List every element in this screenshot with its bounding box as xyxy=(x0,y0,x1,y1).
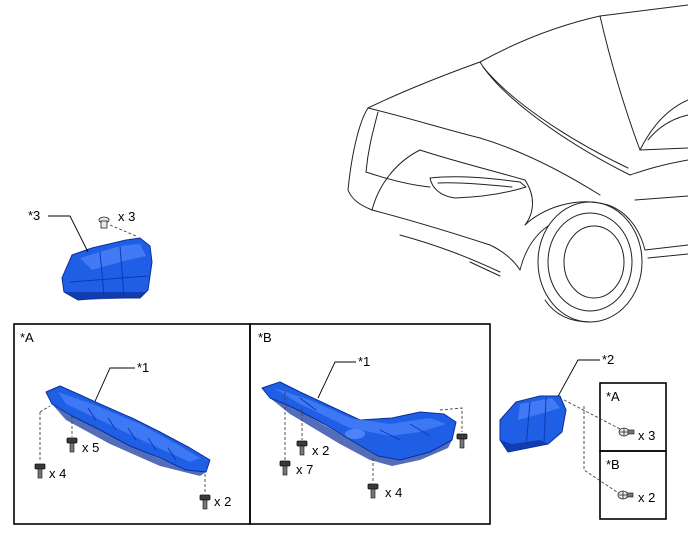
b-bolt-bottom-qty: x 4 xyxy=(385,485,402,500)
bolt-icon xyxy=(456,433,468,449)
legend-b-label: *B xyxy=(606,457,620,472)
panel-b-label: *B xyxy=(258,330,272,345)
bolt-icon xyxy=(199,494,211,510)
bolt-icon xyxy=(34,463,46,479)
bolt-icon xyxy=(367,483,379,499)
b-bolt-mid-qty: x 2 xyxy=(312,443,329,458)
clip-icon xyxy=(98,216,110,229)
legend-b-guide xyxy=(583,406,621,495)
legend-a-guide xyxy=(563,399,623,431)
callout-2-label: *2 xyxy=(602,352,614,367)
top-clip-qty: x 3 xyxy=(118,209,135,224)
callout-2-leader xyxy=(555,359,600,401)
a-bolt-left-qty: x 4 xyxy=(49,466,66,481)
callout-1a-label: *1 xyxy=(137,360,149,375)
callout-1b-leader xyxy=(317,361,356,399)
part-1b-engine-under-cover xyxy=(261,381,457,466)
legend-a-label: *A xyxy=(606,389,620,404)
callout-1b-label: *1 xyxy=(358,354,370,369)
clip-guide-line xyxy=(109,224,137,237)
a-bolt-right-qty: x 2 xyxy=(214,494,231,509)
screw-icon xyxy=(618,427,635,437)
panel-b-frame xyxy=(249,323,491,525)
callout-3-leader xyxy=(48,215,89,253)
screw-icon xyxy=(617,490,634,500)
bolt-icon xyxy=(279,460,291,476)
legend-b-box xyxy=(599,450,667,520)
b-bolt-right-guide xyxy=(439,407,463,432)
callout-1a-leader xyxy=(91,367,135,409)
legend-b-qty: x 2 xyxy=(638,490,655,505)
legend-a-qty: x 3 xyxy=(638,428,655,443)
b-bolt-left-qty: x 7 xyxy=(296,462,313,477)
bolt-icon xyxy=(296,440,308,456)
bolt-icon xyxy=(66,437,78,453)
panel-a-label: *A xyxy=(20,330,34,345)
callout-3-label: *3 xyxy=(28,208,40,223)
a-bolt-mid-qty: x 5 xyxy=(82,440,99,455)
vehicle-front-outline xyxy=(347,4,688,323)
part-1a-engine-under-cover xyxy=(45,385,211,476)
part-2-splash-shield xyxy=(499,395,567,453)
part-3-splash-shield xyxy=(61,237,153,301)
